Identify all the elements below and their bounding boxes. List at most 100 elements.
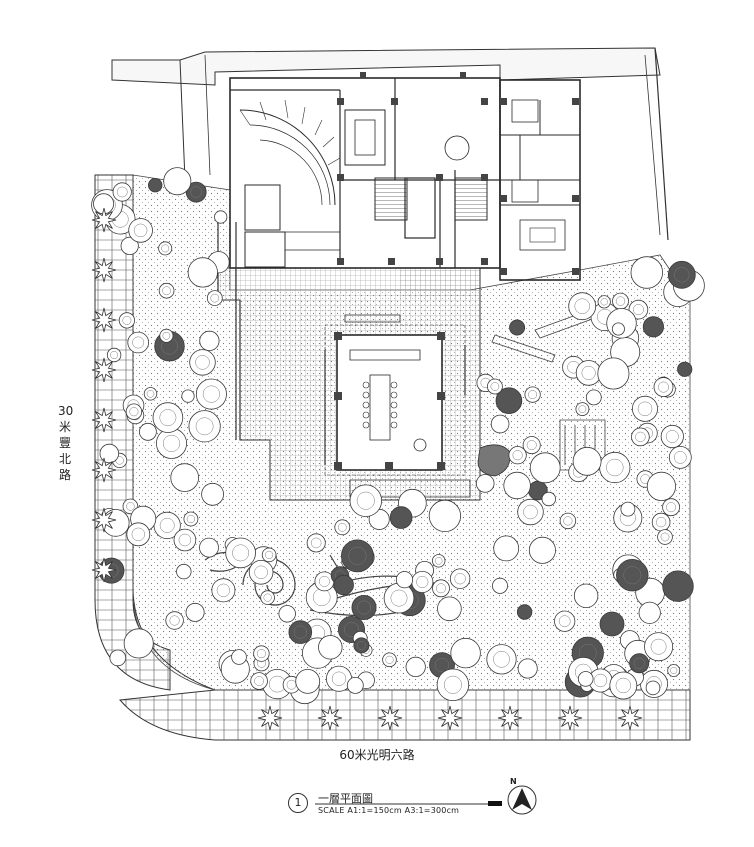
tree-canopy-inner xyxy=(161,244,170,253)
tree-canopy xyxy=(126,522,151,547)
tree-canopy xyxy=(436,668,470,702)
tree-canopy-inner xyxy=(186,514,196,524)
tree-canopy-inner xyxy=(385,655,394,664)
tree-canopy-inner xyxy=(443,675,462,694)
tree-canopy xyxy=(353,637,370,654)
scale-bar xyxy=(315,801,502,806)
tree-canopy xyxy=(389,506,413,529)
tree-canopy xyxy=(631,427,650,447)
pond-rock xyxy=(477,444,511,477)
tree-canopy xyxy=(112,182,132,202)
tree-canopy-inner xyxy=(256,649,266,659)
tree-canopy xyxy=(306,533,326,553)
tree-canopy xyxy=(432,579,450,598)
tree-canopy-inner xyxy=(190,186,202,198)
tree-canopy xyxy=(351,595,377,621)
tree-canopy xyxy=(261,547,277,563)
tree-canopy xyxy=(638,601,661,624)
tree-canopy xyxy=(411,571,434,594)
tree-canopy xyxy=(214,210,228,224)
tree-canopy-inner xyxy=(633,657,645,669)
tree-canopy xyxy=(183,511,199,527)
palm-tree xyxy=(91,357,117,383)
tree-canopy-inner xyxy=(131,527,145,541)
tree-canopy xyxy=(340,539,374,573)
tree-canopy xyxy=(250,672,268,690)
palm-tree xyxy=(377,705,403,731)
tree-canopy xyxy=(509,319,526,336)
palm-tree xyxy=(617,705,643,731)
tree-canopy xyxy=(503,471,531,500)
palm-tree xyxy=(91,407,117,433)
tree-canopy xyxy=(260,590,275,605)
tree-canopy-inner xyxy=(523,504,538,520)
tree-canopy xyxy=(211,578,236,603)
tree-canopy xyxy=(585,389,602,406)
tree-canopy-inner xyxy=(356,491,375,510)
tree-canopy xyxy=(120,236,139,255)
tree-canopy xyxy=(486,644,517,675)
tree-canopy-inner xyxy=(357,600,371,615)
tree-canopy xyxy=(253,645,270,662)
tree-canopy xyxy=(295,669,321,694)
plaza-path xyxy=(400,270,480,300)
tree-canopy xyxy=(206,290,223,307)
tree-canopy xyxy=(334,519,351,536)
tree-canopy xyxy=(599,611,625,637)
tree-canopy-inner xyxy=(436,583,446,594)
tree-canopy xyxy=(118,312,136,329)
tree-canopy xyxy=(432,554,446,568)
tree-canopy-inner xyxy=(318,575,330,587)
south-road-label: 60米光明六路 xyxy=(339,748,415,762)
tree-canopy xyxy=(541,491,557,507)
tree-canopy-inner xyxy=(658,381,669,393)
tree-canopy-inner xyxy=(162,286,171,296)
tree-canopy-inner xyxy=(263,593,272,602)
tree-canopy xyxy=(662,498,680,517)
tree-canopy xyxy=(383,582,415,614)
tree-canopy-inner xyxy=(159,409,177,427)
tree-canopy-inner xyxy=(578,405,587,413)
tree-canopy xyxy=(189,349,216,376)
tree-canopy xyxy=(667,664,681,677)
tree-canopy-inner xyxy=(331,671,347,686)
tree-canopy xyxy=(346,677,364,694)
tree-canopy-inner xyxy=(337,522,347,532)
tree-canopy xyxy=(163,167,192,196)
palm-tree xyxy=(91,207,117,233)
tree-canopy xyxy=(128,218,153,243)
tree-canopy xyxy=(529,452,561,484)
tree-canopy-inner xyxy=(265,550,274,559)
tree-canopy xyxy=(125,403,143,420)
tree-canopy xyxy=(597,357,630,390)
tree-canopy xyxy=(349,484,383,517)
tree-canopy xyxy=(143,387,158,401)
tree-canopy xyxy=(152,402,184,433)
tree-canopy xyxy=(170,463,200,492)
tree-canopy-inner xyxy=(110,351,119,359)
tree-canopy-inner xyxy=(356,640,366,650)
tree-canopy-inner xyxy=(434,557,443,565)
tree-canopy xyxy=(449,568,471,589)
tree-canopy-inner xyxy=(202,385,220,403)
tree-canopy xyxy=(165,611,184,630)
tree-canopy xyxy=(288,620,313,644)
tree-canopy-inner xyxy=(660,532,670,542)
drawing-scale: SCALE A1:1=150cm A3:1=300cm xyxy=(318,806,460,815)
tree-canopy xyxy=(450,637,481,669)
tree-canopy xyxy=(278,605,296,623)
tree-canopy xyxy=(490,414,510,434)
tree-canopy xyxy=(522,436,541,455)
tree-canopy xyxy=(495,387,523,415)
tree-canopy-inner xyxy=(593,673,608,688)
tree-canopy xyxy=(109,649,127,667)
tree-canopy xyxy=(597,295,611,309)
tree-canopy xyxy=(657,529,673,545)
tree-canopy xyxy=(668,445,692,469)
tree-canopy xyxy=(620,501,636,517)
tree-canopy-inner xyxy=(416,575,429,589)
palm-tree xyxy=(317,705,343,731)
tree-canopy xyxy=(616,559,649,592)
tree-canopy xyxy=(572,446,602,476)
tree-canopy-inner xyxy=(254,565,268,580)
